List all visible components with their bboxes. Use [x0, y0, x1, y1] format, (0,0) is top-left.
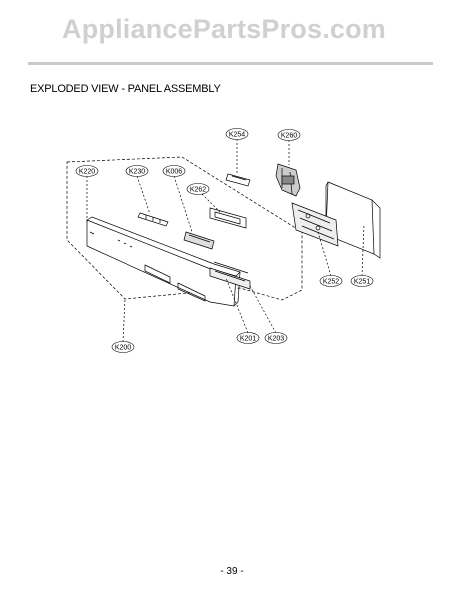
- callout-oval-k230: [125, 165, 149, 177]
- callout-k220: K220: [79, 169, 95, 176]
- header-rule: [28, 62, 433, 65]
- bracket-part: [209, 207, 247, 229]
- connector-part: [225, 173, 251, 187]
- callout-k251: K251: [354, 279, 370, 286]
- callout-oval-k203: [264, 332, 288, 344]
- leader-k230: [136, 175, 151, 215]
- callout-k252: K252: [323, 279, 339, 286]
- pcb-board-part: [291, 202, 339, 247]
- callout-k203: K203: [268, 336, 284, 343]
- callout-k201: K201: [240, 336, 256, 343]
- leader-k200: [122, 298, 126, 343]
- callout-oval-k220: [75, 165, 99, 177]
- callout-k006: K006: [166, 169, 182, 176]
- callout-k260: K260: [281, 133, 297, 140]
- keypad-part: [209, 261, 251, 290]
- callout-oval-k262: [186, 183, 210, 195]
- leader-k203: [249, 285, 277, 334]
- callout-oval-k251: [350, 275, 374, 287]
- switch-part: [275, 163, 301, 197]
- leader-k262: [201, 193, 221, 213]
- callout-k230: K230: [129, 169, 145, 176]
- callout-oval-k260: [277, 129, 301, 141]
- watermark-logo: AppliancePartsPros.com: [62, 14, 387, 44]
- callout-k200: K200: [115, 345, 131, 352]
- callout-k262: K262: [190, 187, 206, 194]
- assembly-boundary: [66, 156, 303, 301]
- section-title: EXPLODED VIEW - PANEL ASSEMBLY: [30, 83, 221, 95]
- callout-oval-k254: [225, 128, 249, 140]
- control-panel-part: [86, 216, 241, 307]
- leader-k251: [361, 223, 365, 277]
- callout-oval-k201: [236, 332, 260, 344]
- leader-k201: [225, 277, 249, 334]
- callout-oval-k006: [162, 165, 186, 177]
- display-board-part: [183, 231, 215, 250]
- button-strip-part: [137, 212, 169, 227]
- callout-k254: K254: [229, 132, 245, 139]
- callout-oval-k252: [319, 275, 343, 287]
- leader-k006: [173, 175, 193, 233]
- callout-oval-k200: [111, 341, 135, 353]
- page-number: - 39 -: [220, 566, 244, 577]
